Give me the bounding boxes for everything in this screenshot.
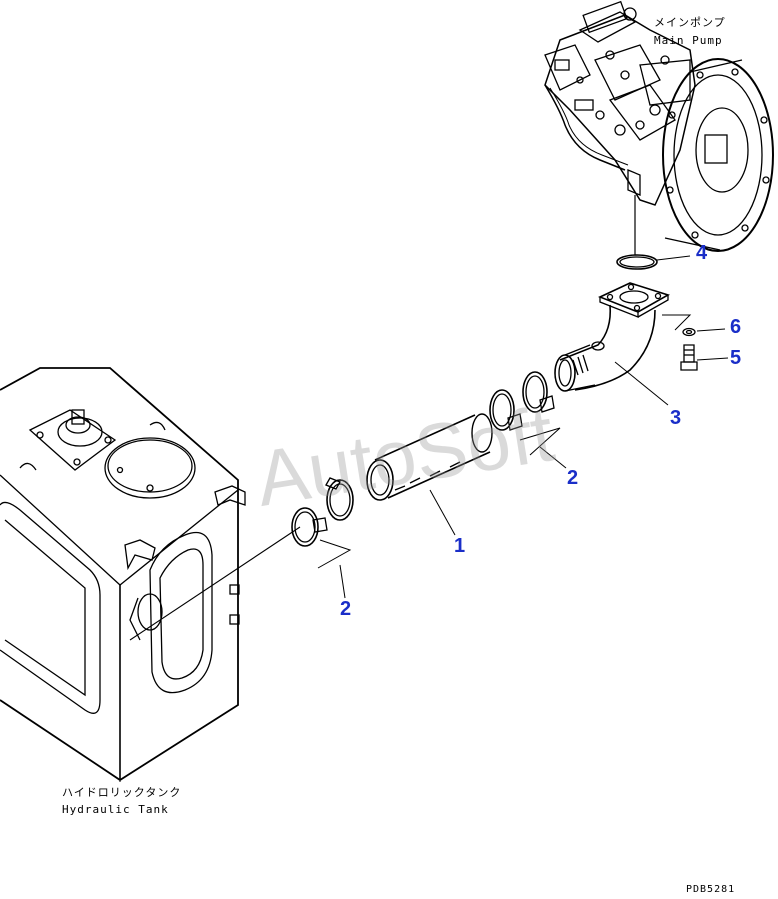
washer-part-6 xyxy=(682,327,696,337)
hose-part-1 xyxy=(366,413,493,501)
callout-1[interactable]: 1 xyxy=(454,535,466,557)
callout-4[interactable]: 4 xyxy=(696,242,708,264)
hose-clamp-upper xyxy=(489,371,555,431)
callout-2-upper[interactable]: 2 xyxy=(567,467,579,489)
main-pump xyxy=(544,0,774,252)
main-pump-label-jp: メインポンプ xyxy=(654,16,726,29)
callout-6[interactable]: 6 xyxy=(730,316,742,338)
hydraulic-tank xyxy=(0,367,246,782)
callout-5[interactable]: 5 xyxy=(730,347,742,369)
hose-clamp-lower xyxy=(291,477,354,547)
callout-2-lower[interactable]: 2 xyxy=(340,598,352,620)
elbow-pipe-part-3 xyxy=(554,282,670,392)
tank-label-en: Hydraulic Tank xyxy=(62,803,169,816)
o-ring-part-4 xyxy=(616,254,658,270)
tank-label-jp: ハイドロリックタンク xyxy=(62,786,182,799)
bolt-part-5 xyxy=(680,344,698,371)
callout-3[interactable]: 3 xyxy=(670,407,682,429)
drawing-code: PDB5281 xyxy=(686,884,736,895)
main-pump-label-en: Main Pump xyxy=(654,34,723,47)
